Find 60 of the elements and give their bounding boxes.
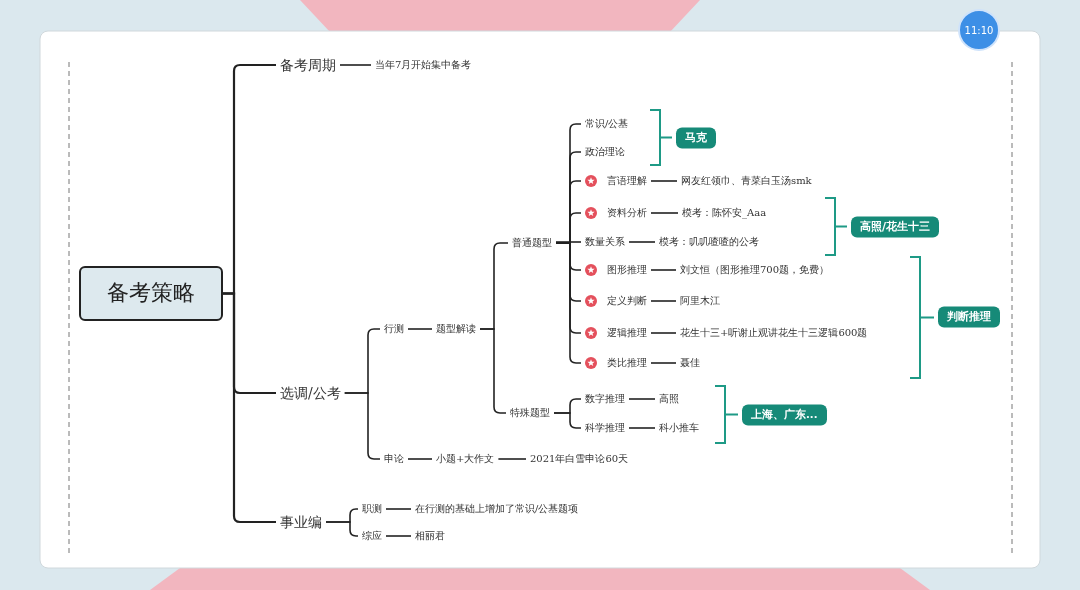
topic-text: 职测 [362, 503, 382, 515]
branch-line [628, 241, 656, 243]
branch-line [385, 508, 412, 510]
topic-text: 类比推理 [607, 357, 647, 369]
topic-text: 模考：叽叽喳喳的公考 [659, 236, 759, 248]
topic-text: 高照 [659, 393, 679, 405]
topic-text: 当年7月开始集中备考 [375, 59, 472, 71]
topic-text: 阿里木江 [680, 295, 720, 307]
branch-line [385, 535, 412, 537]
topic-text: 行测 [384, 323, 404, 335]
branch-line [650, 332, 677, 334]
branch-line [555, 241, 582, 243]
topic-text: 数量关系 [585, 236, 625, 248]
topic-text: 常识/公基 [585, 118, 629, 130]
topic-text: 特殊题型 [510, 407, 550, 419]
summary-tag: 马克 [676, 127, 716, 149]
root-box: 备考策略 [79, 266, 223, 321]
clock-badge: 11:10 [958, 9, 1000, 51]
branch-line [325, 521, 359, 537]
branch-line [407, 328, 433, 330]
branch-line [650, 180, 678, 182]
topic-text: 定义判断 [607, 295, 647, 307]
branch-line [628, 398, 656, 400]
topic-text: 2021年白雪申论60天 [530, 453, 629, 465]
branch-line [650, 362, 677, 364]
branch-line [497, 458, 527, 460]
topic-text: 模考：陈怀安_Aaa [682, 207, 767, 219]
topic-text: 言语理解 [607, 175, 647, 187]
topic-text: 在行测的基础上增加了常识/公基题项 [415, 503, 579, 515]
topic-text: 资料分析 [607, 207, 647, 219]
topic-text: 综应 [362, 530, 382, 542]
topic-text: 普通题型 [512, 237, 552, 249]
branch-line [339, 64, 372, 66]
topic-text: 图形推理 [607, 264, 647, 276]
topic-text: 小题+大作文 [436, 453, 495, 465]
topic-text: 题型解读 [436, 323, 476, 335]
branch-topic: 事业编 [280, 513, 322, 531]
topic-text: 科小推车 [659, 422, 699, 434]
branch-line [407, 458, 433, 460]
topic-text: 聂佳 [680, 357, 700, 369]
topic-text: 数字推理 [585, 393, 625, 405]
topic-text: 相丽君 [415, 530, 445, 542]
topic-text: 花生十三+听谢止观讲花生十三逻辑600题 [680, 327, 868, 339]
topic-text: 网友红领巾、青菜白玉汤smk [681, 175, 812, 187]
branch-line [650, 212, 679, 214]
branch-line [628, 427, 656, 429]
branch-line [553, 412, 582, 429]
branch-line [650, 269, 677, 271]
branch-line [650, 300, 677, 302]
branch-topic: 备考周期 [280, 56, 336, 74]
summary-tag: 上海、广东... [742, 404, 827, 426]
branch-line [223, 292, 276, 524]
topic-text: 申论 [384, 453, 404, 465]
summary-tag: 判断推理 [938, 306, 1000, 328]
branch-topic: 选调/公考 [280, 384, 341, 402]
summary-tag: 高照/花生十三 [851, 216, 940, 238]
topic-text: 刘文恒（图形推理700题，免费） [680, 264, 830, 276]
topic-text: 科学推理 [585, 422, 625, 434]
topic-text: 逻辑推理 [607, 327, 647, 339]
topic-text: 政治理论 [585, 146, 625, 158]
